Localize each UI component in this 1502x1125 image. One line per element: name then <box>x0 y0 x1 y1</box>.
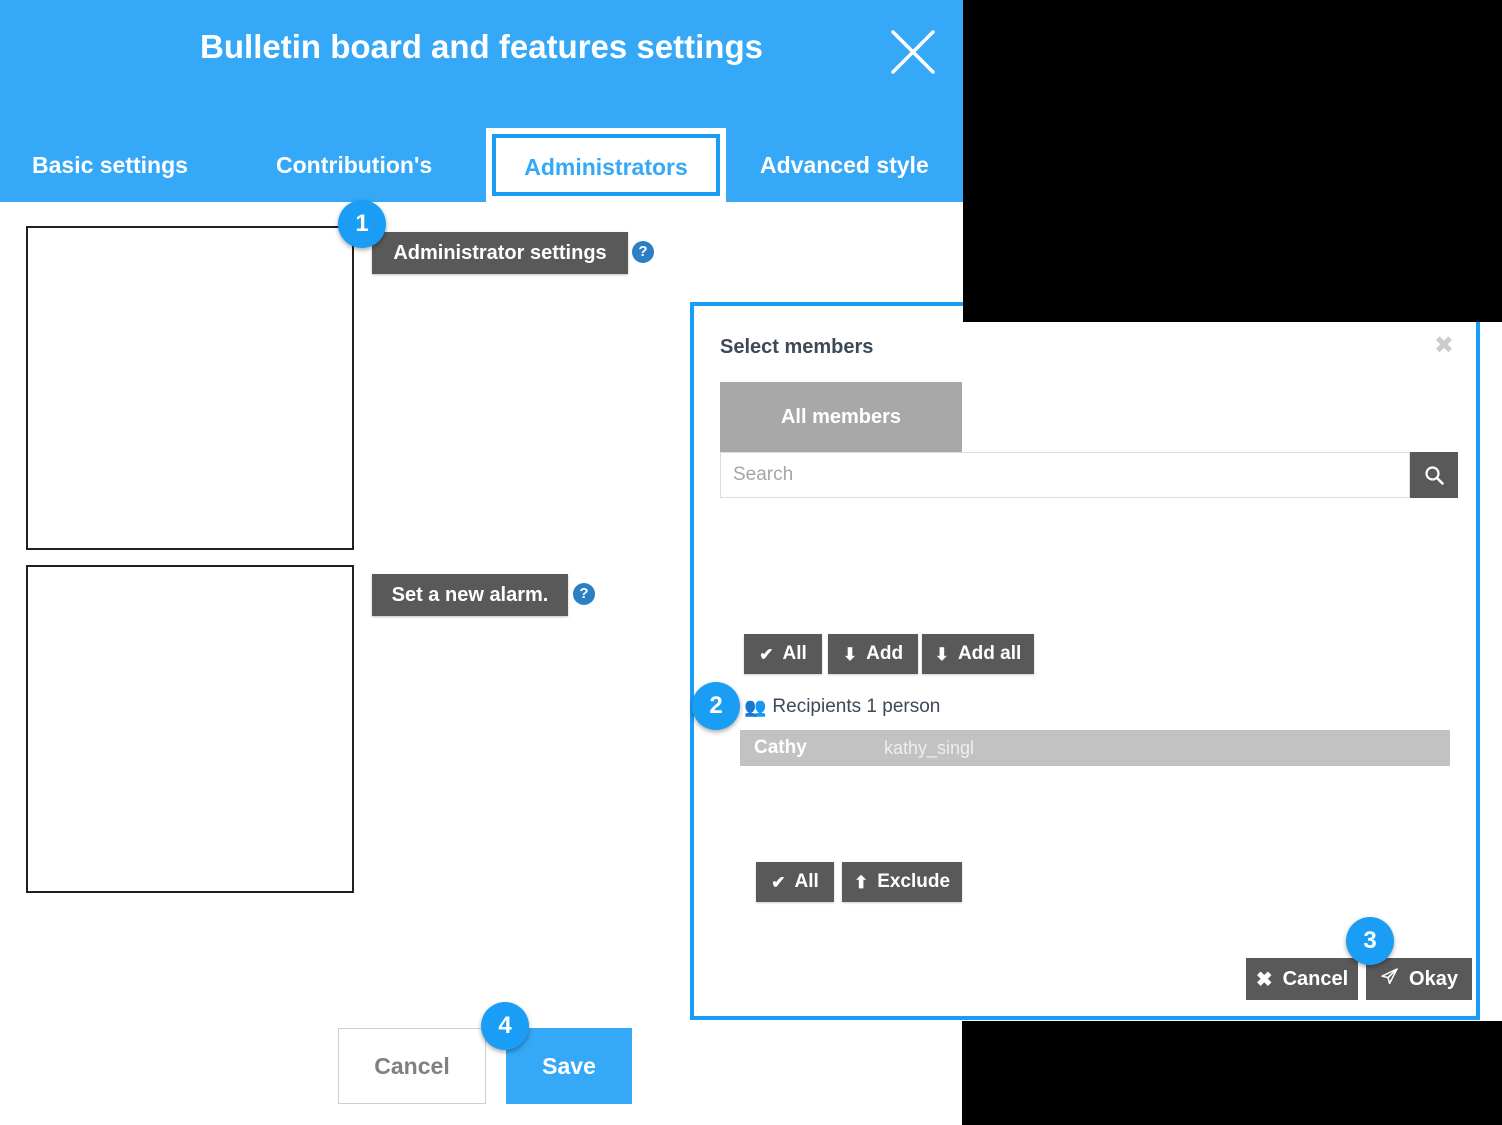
recipients-count-label: Recipients 1 person <box>772 696 941 717</box>
alarm-settings-panel <box>26 565 354 893</box>
step-marker-3: 3 <box>1346 917 1394 965</box>
tab-bar: Basic settings Contribution's Administra… <box>0 134 963 202</box>
check-icon: ✔ <box>771 872 786 892</box>
close-x-icon[interactable] <box>885 24 941 80</box>
redaction-overlay-bottom <box>962 1021 1502 1125</box>
button-label: Cancel <box>1282 967 1349 990</box>
tab-all-members[interactable]: All members <box>720 382 962 452</box>
page-title: Bulletin board and features settings <box>200 28 763 65</box>
button-label: Add <box>866 643 904 664</box>
tab-contributions[interactable]: Contribution's <box>276 152 433 178</box>
administrator-settings-label[interactable]: Administrator settings <box>372 232 628 274</box>
modal-header: Bulletin board and features settings Bas… <box>0 0 963 202</box>
send-icon <box>1380 967 1399 992</box>
recipient-name: Cathy <box>754 737 807 758</box>
step-marker-2: 2 <box>692 682 740 730</box>
dialog-okay-button[interactable]: Okay <box>1366 958 1472 1000</box>
close-x-icon: ✖ <box>1255 968 1273 991</box>
arrow-up-icon: ⬆ <box>853 872 869 892</box>
set-new-alarm-label[interactable]: Set a new alarm. <box>372 574 568 616</box>
step-marker-1: 1 <box>338 200 386 248</box>
people-icon: 👥 <box>744 696 767 717</box>
save-button[interactable]: Save <box>506 1028 632 1104</box>
table-row[interactable]: Cathy kathy_singl <box>740 730 1450 766</box>
help-icon-alarm[interactable]: ? <box>573 583 595 605</box>
search-input[interactable] <box>720 452 1410 498</box>
redaction-overlay-top <box>963 0 1502 322</box>
select-members-title: Select members <box>720 336 874 358</box>
add-all-button[interactable]: ⬇ Add all <box>922 634 1034 674</box>
button-label: Exclude <box>877 871 951 892</box>
tab-administrators[interactable]: Administrators <box>492 134 720 196</box>
button-label: Add all <box>957 643 1022 664</box>
button-label: All <box>794 871 819 892</box>
step-marker-4: 4 <box>481 1002 529 1050</box>
search-bar <box>720 452 1458 498</box>
search-icon[interactable] <box>1410 452 1458 498</box>
select-all-members-button[interactable]: ✔ All <box>744 634 822 674</box>
cancel-button[interactable]: Cancel <box>338 1028 486 1104</box>
arrow-down-icon: ⬇ <box>842 644 858 664</box>
select-all-recipients-button[interactable]: ✔ All <box>756 862 834 902</box>
recipient-id: kathy_singl <box>884 737 975 758</box>
button-label: All <box>782 643 807 664</box>
exclude-button[interactable]: ⬆ Exclude <box>842 862 962 902</box>
dialog-cancel-button[interactable]: ✖ Cancel <box>1246 958 1358 1000</box>
dialog-close-icon[interactable]: ✖ <box>1433 332 1454 359</box>
add-button[interactable]: ⬇ Add <box>828 634 918 674</box>
button-label: Okay <box>1409 967 1458 990</box>
admin-settings-panel <box>26 226 354 550</box>
tab-advanced-style[interactable]: Advanced style <box>760 152 929 178</box>
arrow-down-icon: ⬇ <box>934 644 949 664</box>
check-icon: ✔ <box>759 644 774 664</box>
help-icon-administrator[interactable]: ? <box>632 241 654 263</box>
tab-basic-settings[interactable]: Basic settings <box>32 152 188 178</box>
recipients-header: 👥 Recipients 1 person <box>744 696 940 718</box>
select-members-dialog: Select members ✖ All members ✔ All ⬇ Add… <box>690 302 1480 1020</box>
